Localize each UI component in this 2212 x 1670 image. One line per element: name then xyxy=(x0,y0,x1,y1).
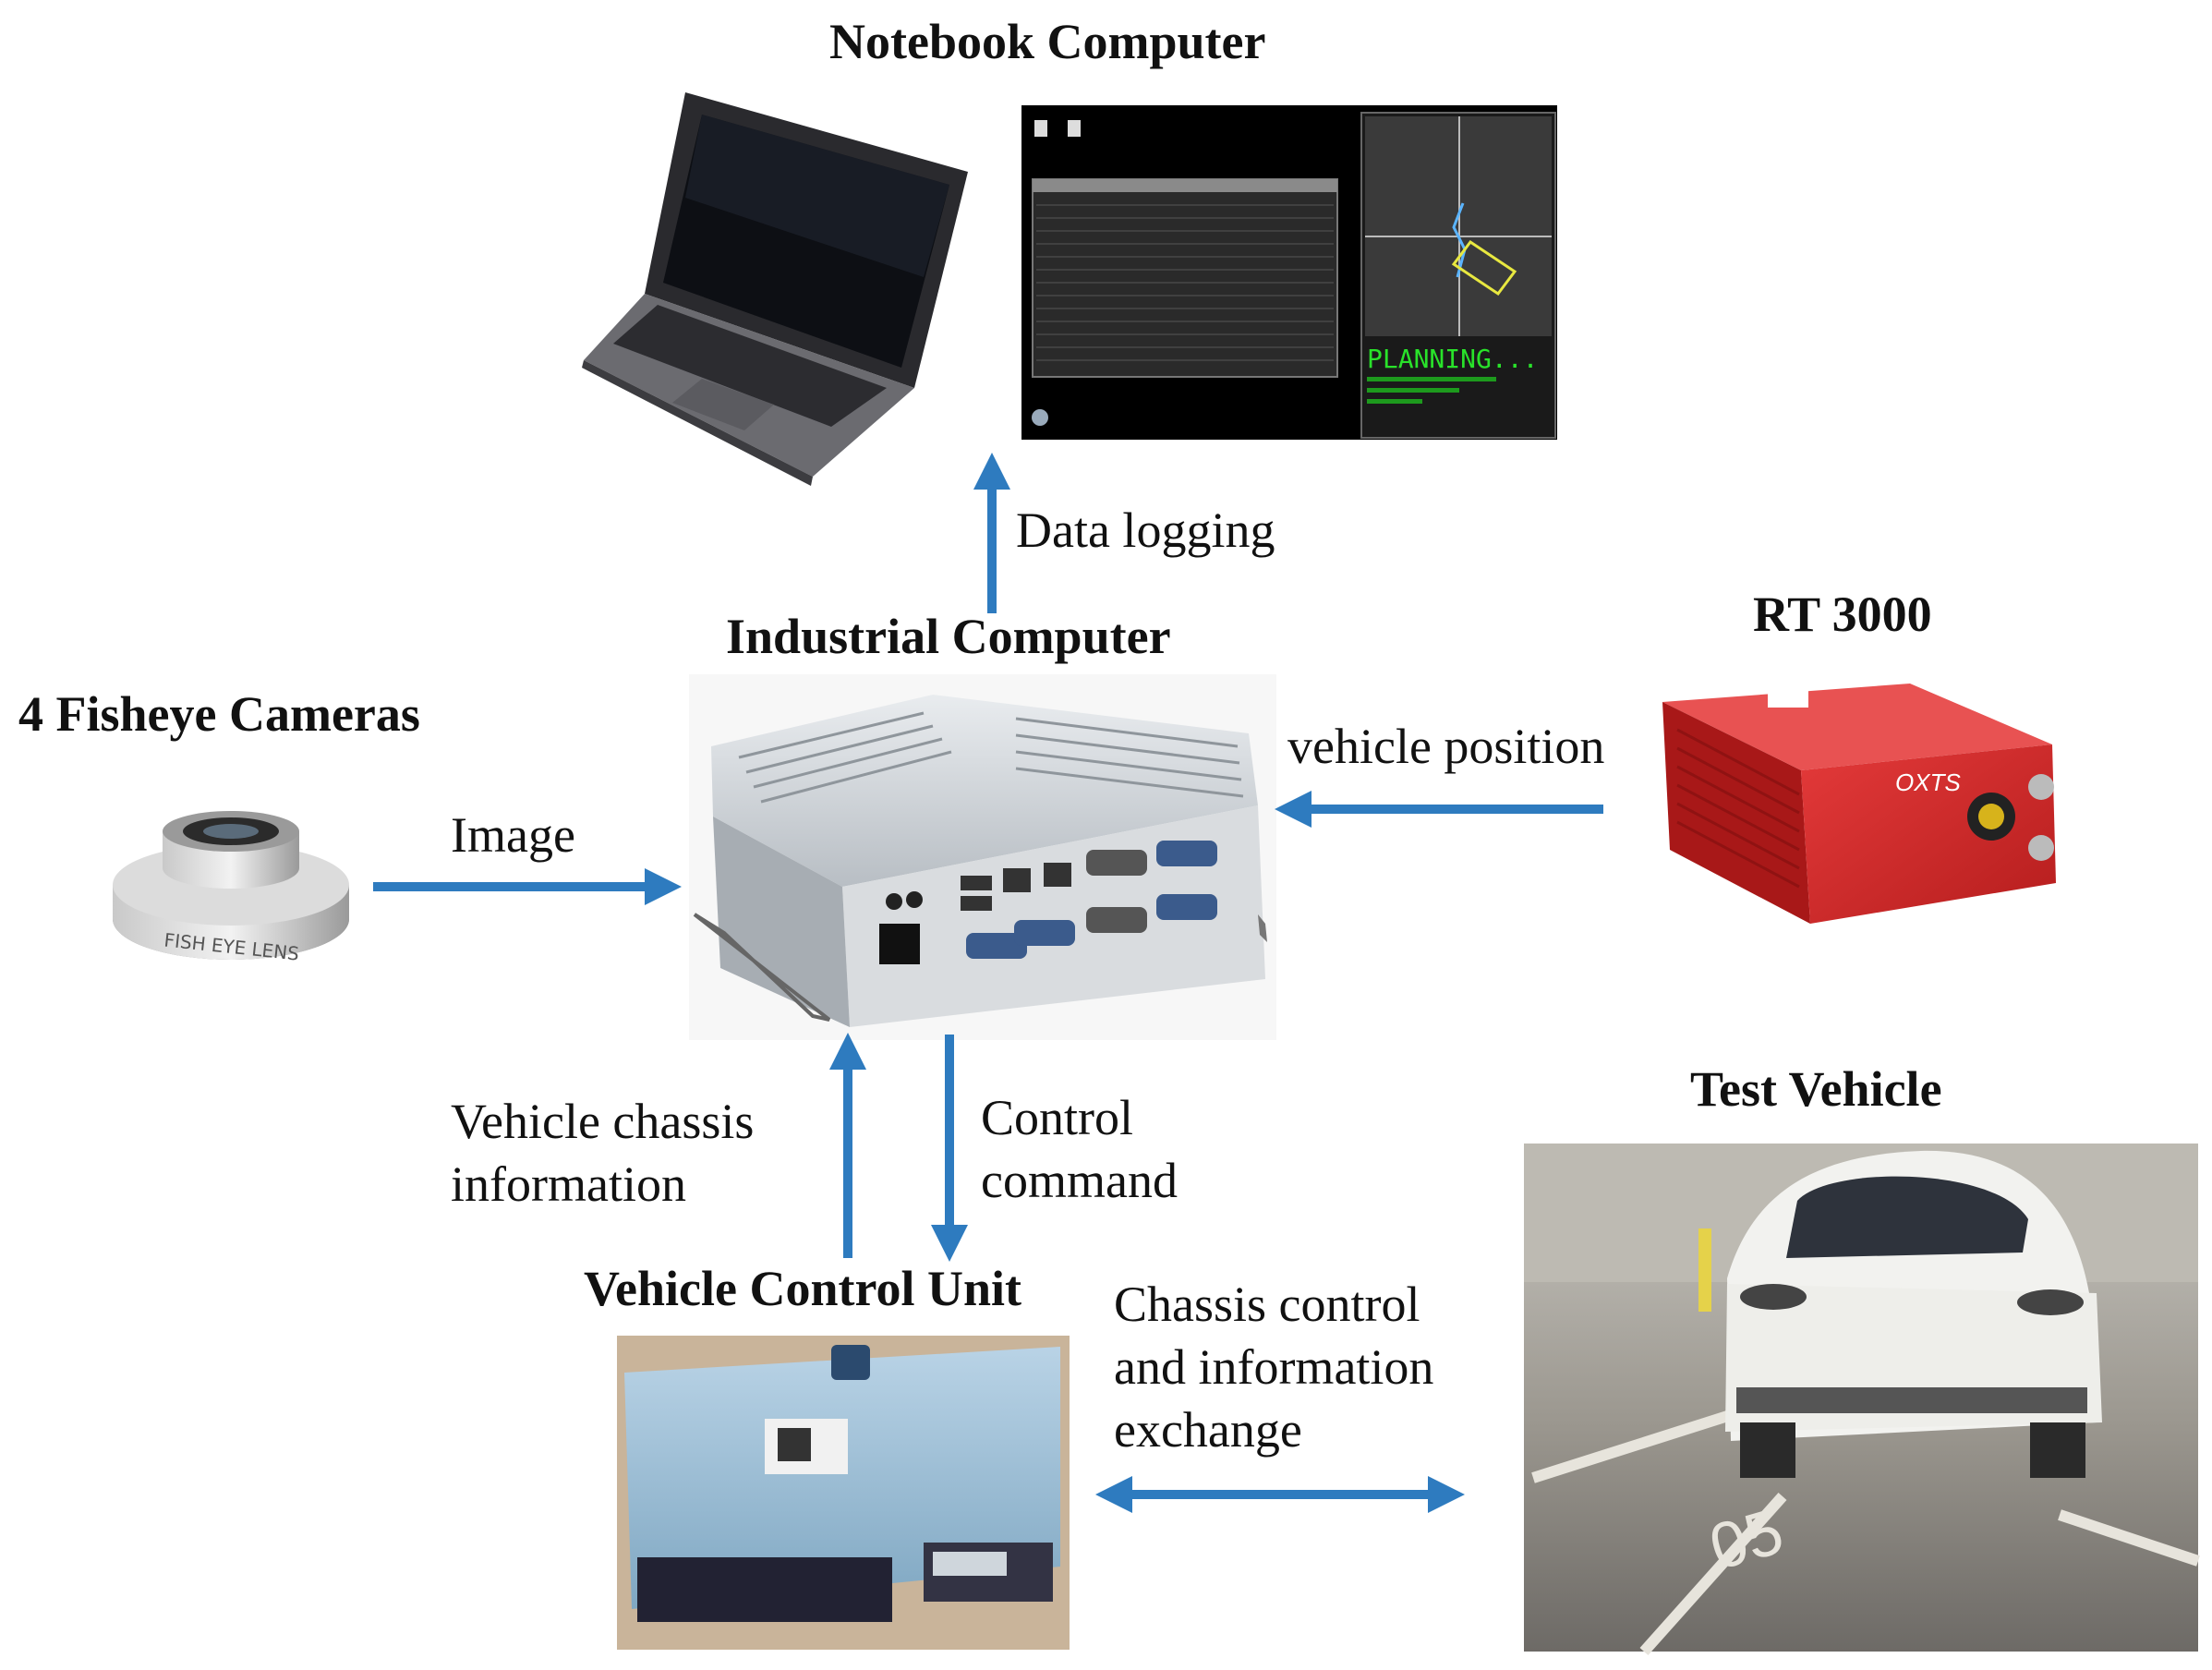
notebook-screenshot: PLANNING... xyxy=(1021,105,1557,440)
chassis-info-line2: information xyxy=(451,1156,686,1212)
chassis-exchange-line1: Chassis control xyxy=(1114,1277,1420,1332)
vehicle-position-label: vehicle position xyxy=(1287,719,1605,774)
fisheye-cameras-title: 4 Fisheye Cameras xyxy=(18,686,420,742)
laptop-image xyxy=(582,92,968,486)
rt3000-image: OXTS xyxy=(1662,684,2056,924)
chassis-info-line1: Vehicle chassis xyxy=(451,1094,755,1149)
fisheye-camera-image: FISH EYE LENS xyxy=(113,811,349,965)
control-command-line2: command xyxy=(981,1153,1178,1208)
image-label: Image xyxy=(451,807,575,863)
data-logging-label: Data logging xyxy=(1016,502,1275,558)
chassis-exchange-line2: and information xyxy=(1114,1339,1434,1395)
test-vehicle-image: 05 xyxy=(1524,1144,2200,1655)
vcu-image xyxy=(617,1336,1070,1650)
industrial-computer-title: Industrial Computer xyxy=(726,609,1171,664)
chassis-exchange-line3: exchange xyxy=(1114,1402,1302,1458)
industrial-computer-image xyxy=(689,674,1276,1040)
chassis-exchange-label: Chassis control and information exchange xyxy=(1114,1273,1433,1461)
rt3000-title: RT 3000 xyxy=(1753,587,1932,642)
chassis-info-label: Vehicle chassis information xyxy=(451,1090,754,1216)
test-vehicle-title: Test Vehicle xyxy=(1690,1061,1942,1117)
control-command-line1: Control xyxy=(981,1090,1134,1145)
rt3000-brand: OXTS xyxy=(1895,768,1961,796)
vehicle-control-unit-title: Vehicle Control Unit xyxy=(584,1261,1022,1316)
screen-status-text: PLANNING... xyxy=(1367,344,1538,374)
notebook-computer-title: Notebook Computer xyxy=(829,14,1266,69)
control-command-label: Control command xyxy=(981,1086,1178,1212)
